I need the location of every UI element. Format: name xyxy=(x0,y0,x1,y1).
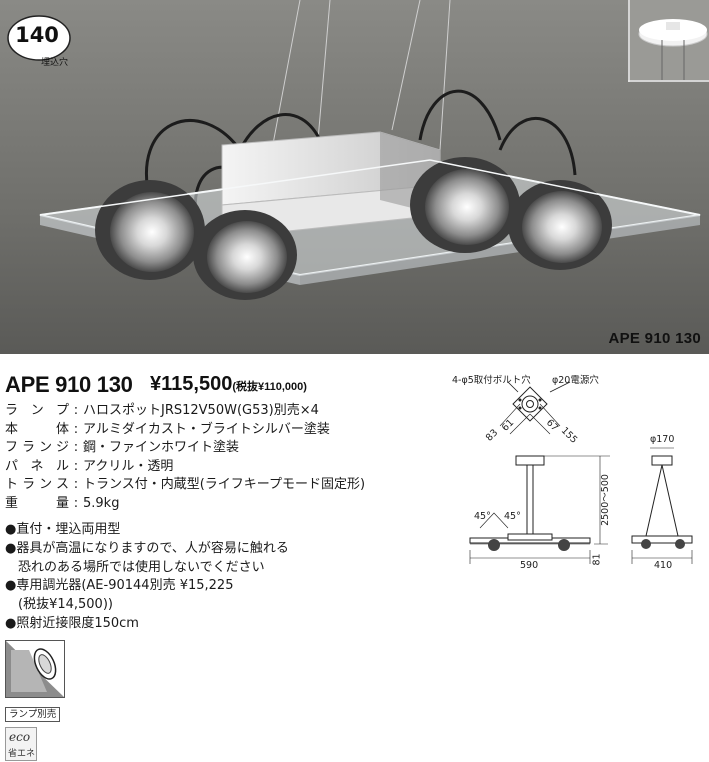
note-item: ●器具が高温になりますので、人が容易に触れる xyxy=(5,540,289,556)
ceiling-canopy-inset xyxy=(628,0,709,82)
eco-icon: eco 省エネ xyxy=(5,727,37,761)
depth: 81 xyxy=(591,553,603,566)
spec-label: トランス xyxy=(5,477,69,493)
height-range: 2500～500 xyxy=(599,474,611,526)
spotlight-angle-icon xyxy=(5,640,65,698)
spec-list: ランプ:ハロスポットJRS12V50W(G53)別売×4 本体:アルミダイカスト… xyxy=(5,402,365,514)
recess-hole-label: 埋込穴 xyxy=(41,58,69,68)
width-side: 410 xyxy=(654,560,673,571)
spec-row-panel: パネル:アクリル・透明 xyxy=(5,458,365,477)
notes-list: ●直付・埋込両用型 ●器具が高温になりますので、人が容易に触れる 恐れのある場所… xyxy=(5,521,289,634)
spec-row-flange: フランジ:鋼・ファインホワイト塗装 xyxy=(5,439,365,458)
recess-hole-badge xyxy=(5,14,73,66)
price: ¥115,500(税抜¥110,000) xyxy=(150,373,307,396)
angle-left: 45° xyxy=(474,511,491,522)
angle-right: 45° xyxy=(504,511,521,522)
recess-hole-size: 140 xyxy=(15,23,59,47)
note-item: (税抜¥14,500)) xyxy=(18,597,113,613)
spec-value: トランス付・内蔵型(ライフキープモード固定形) xyxy=(83,477,366,493)
spec-value: アクリル・透明 xyxy=(83,458,174,474)
note-item: ●照射近接限度150cm xyxy=(5,615,139,631)
photo-model-caption: APE 910 130 xyxy=(608,330,701,347)
dimension-diagram: 4-φ5取付ボルト穴 φ20電源穴 83 61 67 155 φ170 2500… xyxy=(452,368,709,578)
eco-sub: 省エネ xyxy=(8,749,36,759)
eco-word: eco xyxy=(9,730,31,744)
spec-value: ハロスポットJRS12V50W(G53)別売×4 xyxy=(83,403,319,418)
price-tax-note: (税抜¥110,000) xyxy=(232,381,307,393)
spec-label: 重量 xyxy=(5,495,69,511)
lamp-sold-separately-tag: ランプ別売 xyxy=(5,707,61,722)
note-item: ●直付・埋込両用型 xyxy=(5,522,121,537)
spec-label: フランジ xyxy=(5,440,69,456)
power-hole-label: φ20電源穴 xyxy=(552,375,599,386)
product-photo: 140 埋込穴 APE 910 130 xyxy=(0,0,709,354)
dim-170: φ170 xyxy=(650,434,675,445)
width-front: 590 xyxy=(520,560,539,571)
note-item: ●専用調光器(AE-90144別売 ¥15,225 xyxy=(5,578,234,594)
bolt-holes-label: 4-φ5取付ボルト穴 xyxy=(452,375,531,386)
spec-row-body: 本体:アルミダイカスト・ブライトシルバー塗装 xyxy=(5,421,365,440)
price-value: ¥115,500 xyxy=(150,373,233,395)
spec-label: 本体 xyxy=(5,421,69,437)
spec-label: パネル xyxy=(5,458,69,474)
spec-row-weight: 重量:5.9kg xyxy=(5,495,365,514)
spec-value: 鋼・ファインホワイト塗装 xyxy=(83,440,240,456)
spec-value: 5.9kg xyxy=(83,495,120,511)
spec-value: アルミダイカスト・ブライトシルバー塗装 xyxy=(83,421,330,437)
model-number: APE 910 130 xyxy=(5,372,133,397)
pendant-light-image xyxy=(0,0,709,354)
note-item: 恐れのある場所では使用しないでください xyxy=(18,559,265,575)
spec-row-lamp: ランプ:ハロスポットJRS12V50W(G53)別売×4 xyxy=(5,402,365,421)
spec-row-transformer: トランス:トランス付・内蔵型(ライフキープモード固定形) xyxy=(5,476,365,495)
spec-label: ランプ xyxy=(5,403,69,418)
